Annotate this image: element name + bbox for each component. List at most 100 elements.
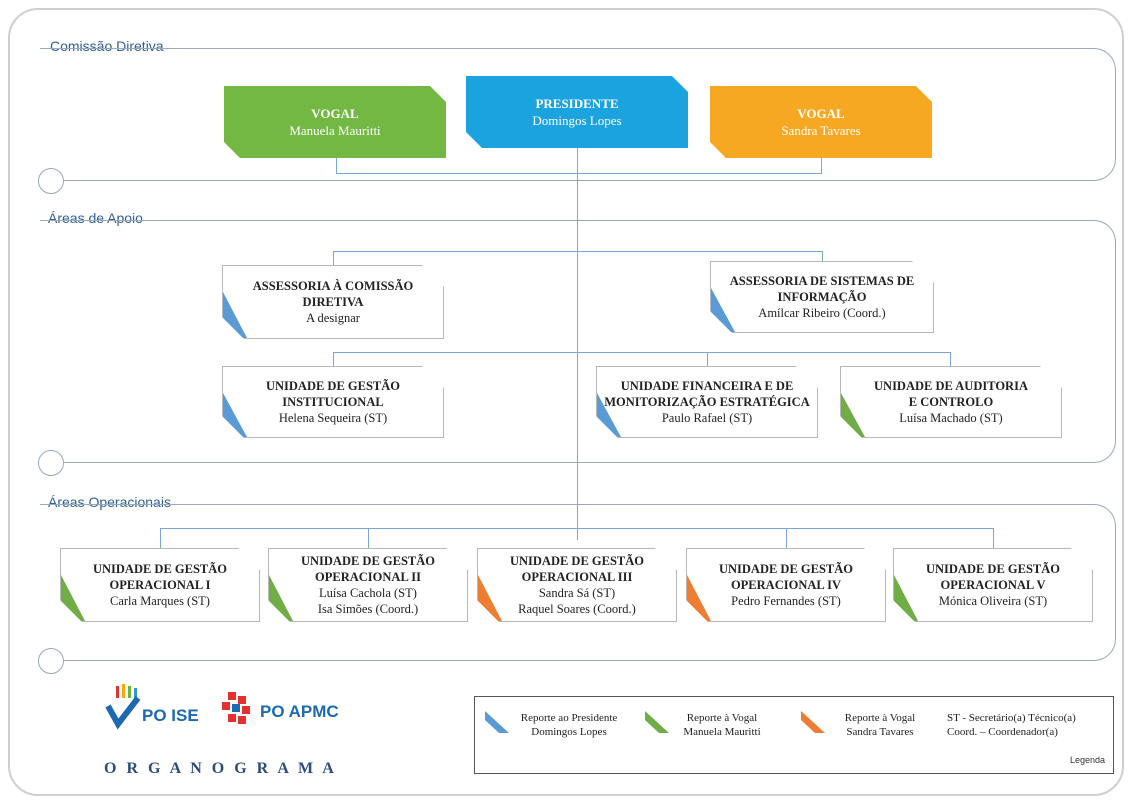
legend-item-blue: Reporte ao Presidente Domingos Lopes [509,711,629,739]
unit-card-assessoria-si: ASSESSORIA DE SISTEMAS DE INFORMAÇÃO Amí… [710,261,934,333]
legend-text: Sandra Tavares [846,726,914,738]
unit-person: Mónica Oliveira (ST) [938,594,1048,608]
unit-title: UNIDADE DE GESTÃO [300,554,436,568]
presidente-name: Domingos Lopes [532,113,622,128]
connector [333,251,334,265]
poise-logo-text: PO ISE [142,706,199,725]
unit-title: ASSESSORIA DE SISTEMAS DE [729,274,915,288]
connector [333,352,334,366]
section-title-apoio: Áreas de Apoio [48,210,143,226]
unit-card-ugo-4: UNIDADE DE GESTÃO OPERACIONAL IV Pedro F… [686,548,886,622]
band-comissao [40,48,1116,181]
unit-card-assessoria-cd: ASSESSORIA À COMISSÃO DIRETIVA A designa… [222,265,444,339]
unit-title: OPERACIONAL IV [730,578,842,592]
legend-text: Domingos Lopes [531,726,607,738]
unit-title: OPERACIONAL II [315,570,421,584]
connector [950,352,951,366]
unit-title: UNIDADE DE GESTÃO [265,379,401,393]
unit-card-uac: UNIDADE DE AUDITORIA E CONTROLO Luísa Ma… [840,366,1062,438]
unit-person: Carla Marques (ST) [110,594,210,608]
unit-card-ugo-1: UNIDADE DE GESTÃO OPERACIONAL I Carla Ma… [60,548,260,622]
legend-text: ST - Secretário(a) Técnico(a) [947,712,1076,724]
legend-text: Reporte ao Presidente [520,712,618,724]
legend-label: Legenda [1069,755,1105,765]
unit-title: MONITORIZAÇÃO ESTRATÉGICA [604,395,810,409]
unit-title: E CONTROLO [908,395,994,409]
section-title-comissao: Comissão Diretiva [50,38,164,54]
unit-person: Helena Sequeira (ST) [278,411,388,425]
apoio-connector-row1 [333,251,823,252]
unit-person: Paulo Rafael (ST) [661,411,753,425]
poapmc-logo: PO APMC [222,692,382,742]
presidente-box: PRESIDENTE Domingos Lopes [466,76,688,148]
unit-title: UNIDADE DE GESTÃO [925,562,1061,576]
unit-title: OPERACIONAL I [109,578,211,592]
band-apoio [40,220,1116,463]
unit-card-ufme: UNIDADE FINANCEIRA E DE MONITORIZAÇÃO ES… [596,366,818,438]
unit-title: DIRETIVA [302,295,364,309]
connector [368,528,369,548]
band-circle [38,168,64,194]
unit-person: Pedro Fernandes (ST) [731,594,841,608]
top-horizontal-connector [336,173,822,174]
unit-person: Sandra Sá (ST) [538,586,616,600]
legend-swatch-blue [485,711,509,733]
legend-text: Coord. – Coordenador(a) [947,726,1058,738]
unit-title: UNIDADE FINANCEIRA E DE [620,379,794,393]
unit-person: Amílcar Ribeiro (Coord.) [758,306,886,320]
unit-title: INFORMAÇÃO [777,290,867,304]
unit-title: ASSESSORIA À COMISSÃO [252,279,414,293]
unit-title: OPERACIONAL III [521,570,633,584]
vogal-name: Sandra Tavares [781,123,861,138]
unit-card-ugo-3: UNIDADE DE GESTÃO OPERACIONAL III Sandra… [477,548,677,622]
vogal-manuela-box: VOGAL Manuela Mauritti [224,86,446,158]
connector [786,528,787,548]
poise-logo: PO ISE [104,684,204,748]
vogal-title: VOGAL [311,106,359,121]
connector [821,158,822,174]
unit-person: Luísa Cachola (ST) [319,586,417,600]
poapmc-logo-text: PO APMC [260,702,339,721]
connector [336,158,337,174]
poise-logo-mark [105,684,141,730]
main-vertical-connector [577,148,578,540]
legend-text: Reporte à Vogal [686,712,758,724]
unit-card-ugo-5: UNIDADE DE GESTÃO OPERACIONAL V Mónica O… [893,548,1093,622]
organograma-title: O R G A N O G R A M A [104,760,337,777]
legend-text: Reporte à Vogal [844,712,916,724]
poapmc-logo-mark [222,692,250,724]
band-circle [38,450,64,476]
vogal-name: Manuela Mauritti [289,123,381,138]
unit-person: Luísa Machado (ST) [899,411,1003,425]
connector [707,352,708,366]
unit-person: A designar [306,311,360,325]
unit-card-ugi: UNIDADE DE GESTÃO INSTITUCIONAL Helena S… [222,366,444,438]
legend-abbreviations: ST - Secretário(a) Técnico(a) Coord. – C… [947,711,1107,739]
unit-title: UNIDADE DE GESTÃO [718,562,854,576]
page-frame [8,8,1124,796]
legend-swatch-orange [801,711,825,733]
apoio-connector-row2 [333,352,951,353]
unit-title: OPERACIONAL V [940,578,1046,592]
legend-text: Manuela Mauritti [683,726,761,738]
band-operacionais [40,504,1116,661]
unit-person: Isa Simões (Coord.) [317,602,419,616]
section-title-operacionais: Áreas Operacionais [48,494,171,510]
legend-box: Reporte ao Presidente Domingos Lopes Rep… [474,696,1114,774]
vogal-title: VOGAL [797,106,845,121]
legend-swatch-green [645,711,669,733]
operacionais-connector [160,528,994,529]
legend-item-orange: Reporte à Vogal Sandra Tavares [825,711,935,739]
unit-card-ugo-2: UNIDADE DE GESTÃO OPERACIONAL II Luísa C… [268,548,468,622]
legend-item-green: Reporte à Vogal Manuela Mauritti [667,711,777,739]
unit-title: INSTITUCIONAL [282,395,384,409]
connector [822,251,823,261]
vogal-sandra-box: VOGAL Sandra Tavares [710,86,932,158]
connector [160,528,161,548]
band-circle [38,648,64,674]
unit-title: UNIDADE DE GESTÃO [509,554,645,568]
connector [993,528,994,548]
presidente-title: PRESIDENTE [535,96,619,111]
unit-title: UNIDADE DE GESTÃO [92,562,228,576]
unit-title: UNIDADE DE AUDITORIA [874,379,1028,393]
